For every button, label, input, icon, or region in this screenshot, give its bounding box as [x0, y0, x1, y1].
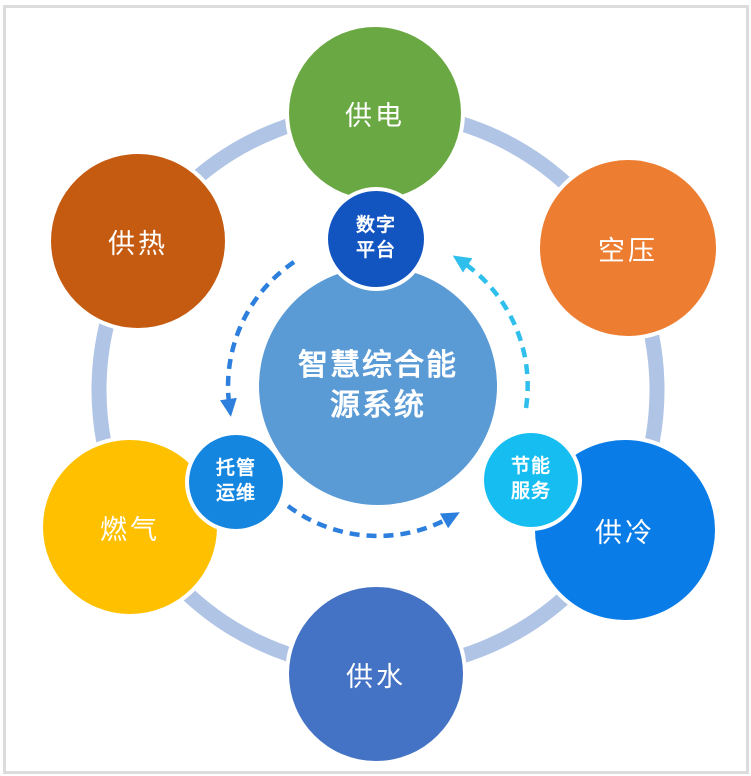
image-border — [3, 5, 749, 774]
center-node-smart-energy-system: 智慧综合能 源系统 — [259, 267, 497, 505]
flow-arc-bottom — [286, 504, 453, 539]
satellite-digital-platform-label-line1: 数字 — [355, 215, 396, 237]
node-power-supply: 供电 — [289, 27, 461, 199]
flow-arrowhead-right — [452, 255, 473, 273]
node-air-compression-label: 空压 — [598, 235, 658, 266]
center-node-label-line1: 智慧综合能 — [298, 348, 458, 382]
flow-arc-left — [225, 260, 296, 408]
satellite-hosted-operation-label-line2: 运维 — [215, 483, 256, 504]
satellite-digital-platform-label-line2: 平台 — [355, 240, 396, 261]
node-gas: 燃气 — [43, 440, 217, 614]
node-water-supply: 供水 — [289, 587, 463, 761]
node-air-compression: 空压 — [540, 160, 716, 336]
satellite-energy-saving-service-label-line2: 服务 — [510, 481, 551, 502]
center-node-label-line2: 源系统 — [330, 389, 426, 422]
satellite-energy-saving-service-label-line1: 节能 — [510, 456, 551, 478]
flow-arrowhead-left — [220, 397, 237, 417]
node-gas-label: 燃气 — [100, 514, 160, 545]
node-heat-supply: 供热 — [51, 154, 225, 328]
node-water-supply-label: 供水 — [346, 661, 406, 692]
flow-arc-right — [459, 259, 530, 409]
node-heat-supply-label: 供热 — [108, 228, 168, 259]
node-power-supply-label: 供电 — [345, 100, 405, 131]
node-cooling-supply-label: 供冷 — [595, 517, 655, 548]
satellite-energy-saving-service: 节能 服务 — [484, 433, 578, 527]
satellite-hosted-operation-label-line1: 托管 — [215, 458, 256, 480]
flow-arrowhead-bottom — [439, 512, 460, 529]
satellite-digital-platform: 数字 平台 — [328, 191, 424, 287]
satellite-hosted-operation: 托管 运维 — [189, 435, 283, 529]
